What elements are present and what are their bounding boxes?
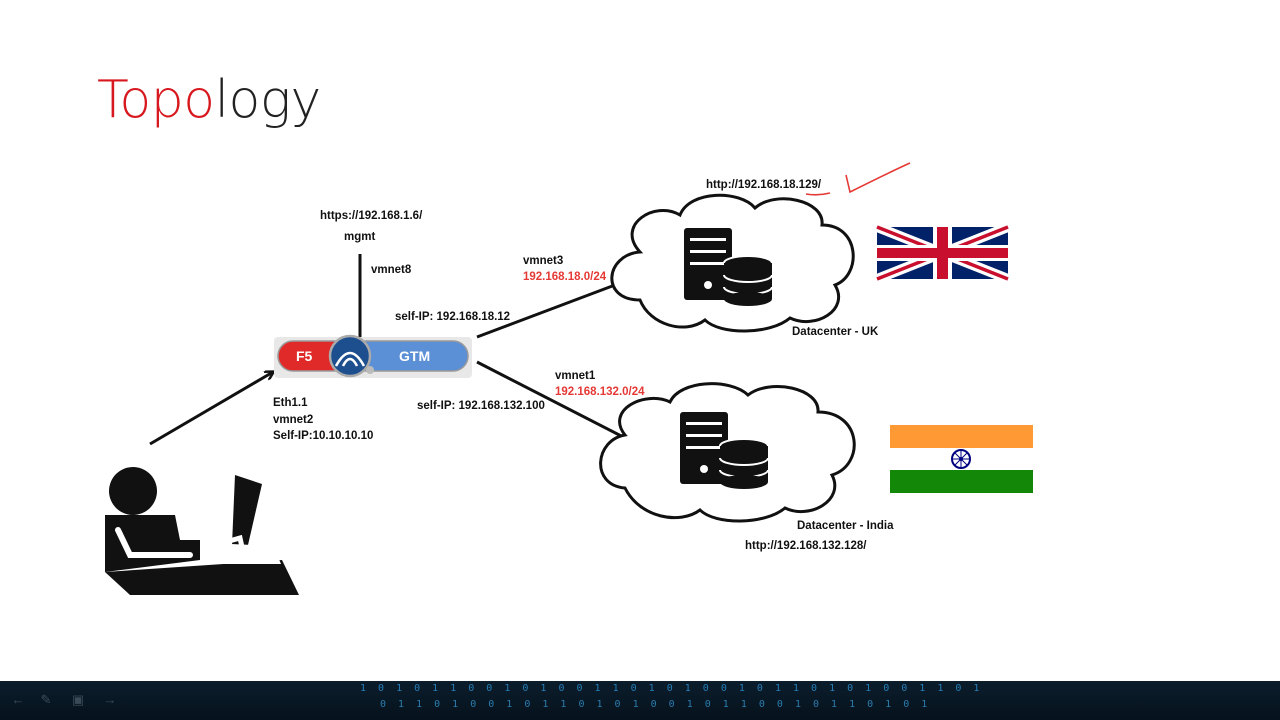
binary-decoration: 1 0 1 0 1 1 0 0 1 0 1 0 0 1 1 0 1 0 1 0 … xyxy=(360,683,983,694)
slide-title: Topology xyxy=(97,74,321,126)
binary-decoration-2: 0 1 1 0 1 0 0 1 0 1 1 0 1 0 1 0 0 1 0 1 … xyxy=(380,699,931,710)
mgmt-url-label: https://192.168.1.6/ xyxy=(320,210,423,222)
f5-device-label: F5 xyxy=(296,348,313,364)
presentation-toolbar: 1 0 1 0 1 1 0 0 1 0 1 0 0 1 1 0 1 0 1 0 … xyxy=(0,681,1280,720)
subnet-india-label: 192.168.132.0/24 xyxy=(555,386,645,398)
vmnet8-label: vmnet8 xyxy=(371,264,412,276)
title-part-red: Topo xyxy=(97,70,215,130)
f5-gtm-device xyxy=(274,334,472,378)
slides-icon[interactable]: ▣ xyxy=(71,692,85,707)
client-selfip-label: Self-IP:10.10.10.10 xyxy=(273,430,374,442)
self-ip-india-label: self-IP: 192.168.132.100 xyxy=(417,400,545,412)
datacenter-uk-label: Datacenter - UK xyxy=(792,326,879,338)
vmnet1-label: vmnet1 xyxy=(555,370,596,382)
subnet-uk-label: 192.168.18.0/24 xyxy=(523,271,607,283)
server-database-icon-india xyxy=(680,412,769,489)
pen-icon[interactable]: ✎ xyxy=(40,692,52,707)
underline-annotation xyxy=(805,192,831,196)
datacenter-india-label: Datacenter - India xyxy=(797,520,894,532)
checkmark-annotation-icon xyxy=(845,162,911,194)
topology-diagram xyxy=(105,162,1033,595)
client-vmnet-label: vmnet2 xyxy=(273,414,314,426)
uk-flag-icon xyxy=(875,222,1010,284)
title-part-black: logy xyxy=(214,70,322,130)
uk-url-label: http://192.168.18.129/ xyxy=(706,179,822,191)
gtm-device-label: GTM xyxy=(399,348,431,364)
next-slide-icon[interactable]: → xyxy=(103,692,117,707)
prev-slide-icon[interactable]: ← xyxy=(11,692,25,707)
user-at-computer-icon xyxy=(105,467,299,595)
mgmt-label: mgmt xyxy=(344,231,376,243)
client-eth-label: Eth1.1 xyxy=(273,397,308,409)
india-flag-icon xyxy=(890,425,1033,493)
self-ip-uk-label: self-IP: 192.168.18.12 xyxy=(395,311,511,323)
india-url-label: http://192.168.132.128/ xyxy=(745,540,867,552)
server-database-icon-uk xyxy=(684,228,773,306)
client-to-gtm-arrow xyxy=(149,372,273,446)
vmnet3-label: vmnet3 xyxy=(523,255,564,267)
